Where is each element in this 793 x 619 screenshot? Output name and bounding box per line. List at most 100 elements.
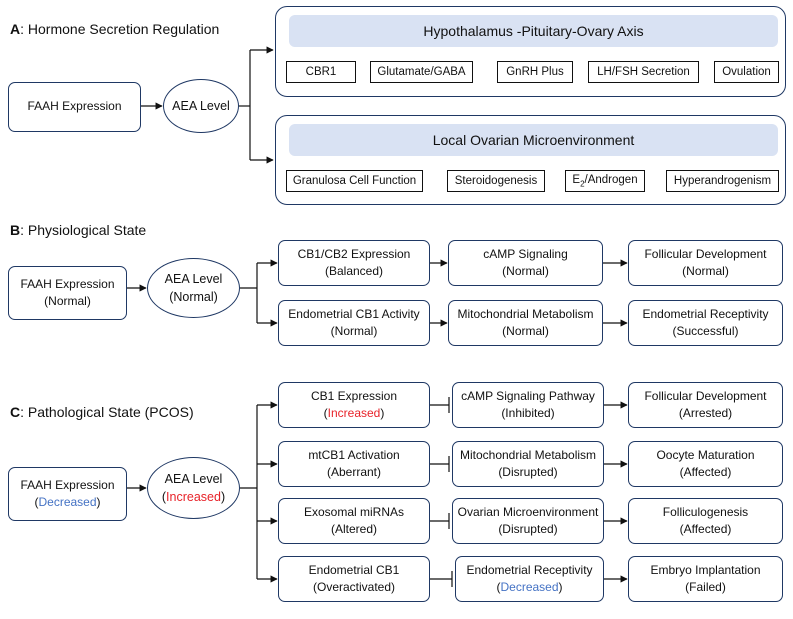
b-endometrial-receptivity-node: Endometrial Receptivity (Successful) — [628, 300, 783, 346]
node-title: Endometrial Receptivity — [466, 562, 593, 577]
node-state: (Arrested) — [678, 406, 733, 420]
subscript-2: 2 — [580, 179, 585, 189]
a-aea-level-node: AEA Level — [163, 79, 239, 133]
node-title: cAMP Signaling Pathway — [461, 388, 595, 403]
node-state: (Decreased) — [496, 579, 562, 596]
node-title: Endometrial Receptivity — [642, 306, 769, 321]
paren: ( — [34, 495, 39, 509]
local-step-granulosa: Granulosa Cell Function — [286, 170, 423, 192]
state-decreased: Decreased — [500, 580, 559, 594]
node-title: Exosomal miRNAs — [303, 504, 405, 519]
paren: ) — [380, 406, 385, 420]
c-endometrial-cb1-node: Endometrial CB1(Overactivated) — [278, 556, 430, 602]
b-camp-signaling-node: cAMP Signaling (Normal) — [448, 240, 603, 286]
hpo-step-label: GnRH Plus — [506, 65, 564, 78]
estradiol-e: E — [572, 174, 581, 187]
hpo-axis-title-band: Hypothalamus -Pituitary-Ovary Axis — [289, 15, 778, 47]
paren: ) — [558, 580, 563, 594]
section-b-title: : Physiological State — [20, 222, 147, 238]
node-state: (Inhibited) — [501, 406, 555, 420]
c-oocyte-maturation-node: Oocyte Maturation (Affected) — [628, 441, 783, 487]
node-state: (Successful) — [672, 324, 739, 338]
section-c-title: : Pathological State (PCOS) — [20, 404, 194, 420]
hpo-step-label: LH/FSH Secretion — [597, 65, 690, 78]
local-step-label: Steroidogenesis — [454, 174, 538, 187]
node-state: (Increased) — [324, 405, 385, 422]
node-title: Mitochondrial Metabolism — [457, 306, 594, 321]
state-increased: Increased — [327, 406, 381, 420]
hpo-step-lh-fsh: LH/FSH Secretion — [588, 61, 699, 83]
node-title: Folliculogenesis — [662, 504, 749, 519]
node-state: (Failed) — [685, 580, 726, 594]
hpo-step-label: Glutamate/GABA — [377, 65, 466, 78]
local-step-steroidogenesis: Steroidogenesis — [447, 170, 545, 192]
b-aea-state: (Normal) — [169, 290, 218, 304]
c-embryo-implantation-node: Embryo Implantation (Failed) — [628, 556, 783, 602]
node-state: (Normal) — [502, 264, 549, 278]
node-state: (Normal) — [682, 264, 729, 278]
hpo-step-label: CBR1 — [305, 65, 337, 78]
section-a-letter: A — [10, 21, 21, 37]
hpo-step-gnrh: GnRH Plus — [497, 61, 573, 83]
hpo-step-cbr1: CBR1 — [286, 61, 356, 83]
c-faah-state-line: (Decreased) — [34, 494, 100, 511]
c-aea-label: AEA Level — [164, 471, 223, 486]
c-faah-expression-node: FAAH Expression (Decreased) — [8, 467, 127, 521]
node-title: Oocyte Maturation — [656, 447, 755, 462]
node-title: Endometrial CB1 — [308, 562, 400, 577]
b-aea-label: AEA Level — [164, 271, 223, 286]
node-state: (Normal) — [502, 324, 549, 338]
local-step-label: Hyperandrogenism — [673, 174, 772, 187]
section-c-heading: C: Pathological State (PCOS) — [10, 404, 194, 420]
node-state: (Disrupted) — [498, 522, 558, 536]
node-state: (Disrupted) — [498, 465, 558, 479]
paren: ( — [161, 490, 167, 504]
hpo-axis-title: Hypothalamus -Pituitary-Ovary Axis — [423, 23, 644, 39]
paren: ( — [496, 580, 501, 594]
c-exosomal-mirnas-node: Exosomal miRNAs (Altered) — [278, 498, 430, 544]
b-cb1-cb2-expression-node: CB1/CB2 Expression(Balanced) — [278, 240, 430, 286]
b-faah-label: FAAH Expression — [20, 276, 115, 291]
hpo-step-label: Ovulation — [722, 65, 771, 78]
node-state: (Affected) — [679, 522, 732, 536]
local-ovarian-title: Local Ovarian Microenvironment — [432, 132, 635, 148]
c-faah-state: Decreased — [38, 495, 97, 509]
node-title: Follicular Development — [644, 246, 767, 261]
c-ovarian-microenvironment-node: Ovarian Microenvironment (Disrupted) — [452, 498, 604, 544]
b-mitochondrial-metabolism-node: Mitochondrial Metabolism (Normal) — [448, 300, 603, 346]
node-title: CB1 Expression — [310, 388, 398, 403]
c-endometrial-receptivity-node: Endometrial Receptivity (Decreased) — [455, 556, 604, 602]
node-title: Follicular Development — [644, 388, 767, 403]
a-aea-label: AEA Level — [172, 98, 230, 113]
node-title: mtCB1 Activation — [308, 447, 400, 462]
node-title: CB1/CB2 Expression — [297, 246, 411, 261]
c-aea-state: Increased — [166, 490, 221, 504]
section-a-heading: A: Hormone Secretion Regulation — [10, 21, 219, 37]
node-title: Embryo Implantation — [650, 562, 761, 577]
local-step-hyperandrogenism: Hyperandrogenism — [666, 170, 779, 192]
c-follicular-development-node: Follicular Development (Arrested) — [628, 382, 783, 428]
a-faah-expression-node: FAAH Expression — [8, 82, 141, 132]
c-camp-pathway-node: cAMP Signaling Pathway (Inhibited) — [452, 382, 604, 428]
local-step-e2-androgen: E2/Androgen — [565, 170, 645, 192]
c-mitochondrial-metabolism-node: Mitochondrial Metabolism (Disrupted) — [452, 441, 604, 487]
local-ovarian-title-band: Local Ovarian Microenvironment — [289, 124, 778, 156]
node-state: (Normal) — [330, 324, 378, 338]
paren: ( — [323, 406, 328, 420]
node-state: (Aberrant) — [326, 465, 382, 479]
androgen-text: /Androgen — [584, 174, 638, 187]
hpo-step-glutamate-gaba: Glutamate/GABA — [370, 61, 473, 83]
c-mtcb1-activation-node: mtCB1 Activation (Aberrant) — [278, 441, 430, 487]
section-a-title: : Hormone Secretion Regulation — [20, 21, 220, 37]
b-endometrial-cb1-node: Endometrial CB1 Activity (Normal) — [278, 300, 430, 346]
node-state: (Altered) — [330, 522, 377, 536]
node-title: Endometrial CB1 Activity — [288, 306, 420, 321]
paren: ) — [96, 495, 101, 509]
node-title: Ovarian Microenvironment — [457, 504, 599, 519]
b-follicular-development-node: Follicular Development (Normal) — [628, 240, 783, 286]
hpo-step-ovulation: Ovulation — [714, 61, 779, 83]
node-title: Mitochondrial Metabolism — [459, 447, 597, 462]
node-state: (Affected) — [679, 465, 732, 479]
section-b-letter: B — [10, 222, 21, 238]
node-title: cAMP Signaling — [483, 246, 568, 261]
